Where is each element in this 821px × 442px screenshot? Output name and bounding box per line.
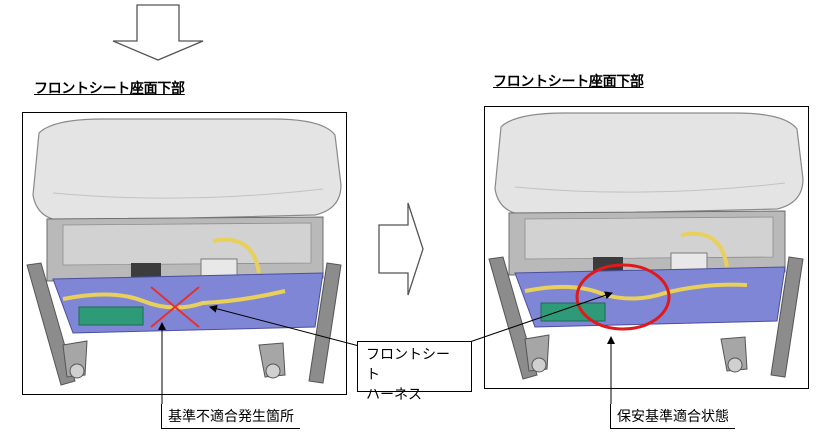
callout-line-2: ハーネス <box>366 387 422 403</box>
right-panel-caption: フロントシート座面下部 <box>493 74 644 90</box>
right-seat-image <box>484 106 809 389</box>
harness-callout: フロントシート ハーネス <box>357 341 472 403</box>
left-seat-image <box>22 112 347 395</box>
callout-line-1: フロントシート <box>366 347 450 383</box>
nonconforming-label: 基準不適合発生箇所 <box>161 404 300 429</box>
conforming-label: 保安基準適合状態 <box>610 404 735 429</box>
left-panel-caption: フロントシート座面下部 <box>34 81 185 97</box>
